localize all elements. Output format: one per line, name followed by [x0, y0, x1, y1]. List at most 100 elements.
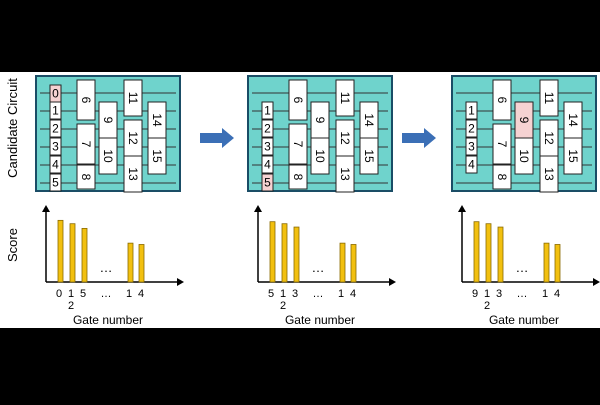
x-tick-label: 3 [292, 288, 298, 300]
score-bar [69, 223, 76, 283]
gate-label: 15 [150, 149, 164, 163]
gate-9: 9 [98, 101, 118, 139]
gate-box [288, 79, 308, 121]
gate-box [49, 137, 62, 156]
gate-box [49, 101, 62, 120]
gate-box [123, 155, 143, 193]
gate-label: 8 [291, 174, 305, 181]
gate-number-label: Gate number [285, 313, 355, 327]
gate-3: 3 [261, 137, 274, 156]
gate-2: 2 [49, 119, 62, 138]
x-axis-arrowhead [177, 278, 184, 286]
gate-label: 5 [264, 176, 271, 190]
gate-6: 6 [76, 79, 96, 121]
score-bar [81, 227, 88, 283]
gate-box [49, 173, 62, 192]
x-tick-label: 2 [484, 300, 490, 312]
gate-7: 7 [288, 123, 308, 165]
x-tick-label: 1 [542, 288, 548, 300]
gate-12: 12 [123, 119, 143, 157]
gate-15: 15 [147, 137, 167, 175]
gate-7: 7 [492, 123, 512, 165]
score-bar [127, 242, 134, 283]
gate-label: 15 [362, 149, 376, 163]
gate-10: 10 [514, 137, 534, 175]
gate-1: 1 [49, 101, 62, 120]
gate-13: 13 [335, 155, 355, 193]
gate-box [310, 137, 330, 175]
x-tick-label: 4 [350, 288, 356, 300]
gate-label: 13 [338, 167, 352, 181]
x-tick-label: … [101, 288, 112, 300]
score-bar [543, 242, 550, 283]
gate-label: 6 [495, 97, 509, 104]
gate-label: 9 [101, 117, 115, 124]
gate-box [98, 137, 118, 175]
score-bar [473, 221, 480, 283]
gate-14: 14 [359, 101, 379, 139]
gate-2: 2 [261, 119, 274, 138]
gate-label: 11 [542, 92, 556, 105]
gate-label: 6 [291, 97, 305, 104]
y-axis-arrowhead [254, 205, 262, 212]
gate-label: 7 [495, 141, 509, 148]
gate-box [539, 79, 559, 117]
gate-3: 3 [49, 137, 62, 156]
chart-ellipsis: … [516, 260, 529, 275]
gate-box [465, 101, 478, 120]
gate-label: 14 [362, 113, 376, 127]
gate-box [465, 155, 478, 174]
gate-4: 4 [49, 155, 62, 174]
gate-5: 5 [49, 173, 62, 192]
arrow-icon [200, 128, 234, 148]
x-axis-arrowhead [593, 278, 600, 286]
x-axis-arrowhead [389, 278, 396, 286]
gate-4: 4 [465, 155, 478, 174]
gate-label: 3 [468, 140, 475, 154]
gate-label: 12 [542, 131, 556, 145]
gate-label: 2 [468, 122, 475, 136]
gate-5: 5 [261, 173, 274, 192]
x-tick-label: 2 [280, 300, 286, 312]
gate-label: 4 [264, 158, 271, 172]
gate-box [147, 137, 167, 175]
gate-box [261, 137, 274, 156]
gate-9: 9 [514, 101, 534, 139]
gate-14: 14 [563, 101, 583, 139]
gate-7: 7 [76, 123, 96, 165]
gate-label: 1 [264, 104, 271, 118]
chart-ellipsis: … [100, 260, 113, 275]
score-bar [281, 223, 288, 283]
gate-1: 1 [261, 101, 274, 120]
gate-label: 15 [566, 149, 580, 163]
candidate-circuit-label: Candidate Circuit [5, 78, 20, 178]
x-tick-label: 4 [138, 288, 144, 300]
gate-label: 9 [517, 117, 531, 124]
gate-label: 4 [52, 158, 59, 172]
y-axis-arrowhead [42, 205, 50, 212]
gate-0: 0 [49, 84, 62, 103]
score-bar [138, 244, 145, 283]
gate-11: 11 [123, 79, 143, 117]
x-tick-label: 1 [338, 288, 344, 300]
score-bar [485, 223, 492, 283]
gate-box [492, 79, 512, 121]
gate-10: 10 [310, 137, 330, 175]
gate-label: 10 [517, 149, 531, 163]
gate-label: 1 [52, 104, 59, 118]
x-tick-label: 0 [56, 288, 62, 300]
gate-box [261, 173, 274, 192]
gate-10: 10 [98, 137, 118, 175]
gate-label: 11 [338, 92, 352, 105]
gate-box [261, 119, 274, 138]
x-tick-label: 1 [484, 288, 490, 300]
gate-box [335, 155, 355, 193]
gate-15: 15 [563, 137, 583, 175]
gate-label: 2 [264, 122, 271, 136]
gate-box [49, 155, 62, 174]
